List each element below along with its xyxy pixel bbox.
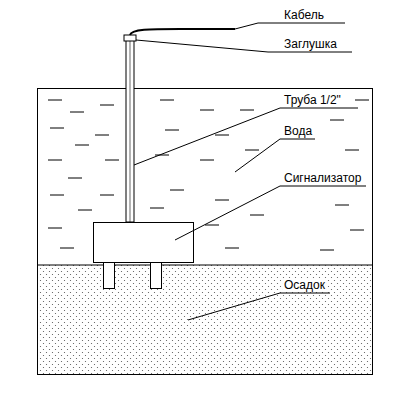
part-label: Кабель (283, 8, 325, 22)
leader-line (175, 186, 366, 240)
water-dash (320, 250, 334, 251)
water-dash (100, 195, 114, 196)
plug (124, 35, 136, 41)
water-dash (95, 135, 109, 136)
part-label: Труба 1/2" (283, 93, 342, 107)
cable (130, 29, 235, 35)
water-dash (345, 150, 359, 151)
water-dash (160, 100, 174, 101)
leader-line (188, 293, 330, 320)
pipe-inner-line (130, 41, 131, 222)
water-dash (250, 215, 264, 216)
water-dash (150, 208, 164, 209)
water-dash (240, 110, 254, 111)
water-dash (335, 205, 349, 206)
part-label: Вода (283, 124, 313, 138)
water-dash (50, 128, 64, 129)
water-dash (245, 150, 259, 151)
water-dash (48, 100, 62, 101)
water-dash (170, 190, 184, 191)
part-label: Сигнализатор (283, 171, 362, 185)
water-dash (225, 248, 239, 249)
tank-outline (38, 89, 373, 375)
water-dash (105, 160, 119, 161)
water-dash (50, 195, 64, 196)
sensor-prong (104, 263, 115, 289)
pipe (126, 40, 134, 222)
water-dash (60, 248, 74, 249)
water-dash (215, 135, 229, 136)
water-dash (155, 155, 169, 156)
sediment-boundary (37, 265, 373, 266)
water-dash (200, 110, 214, 111)
sensor-body (94, 223, 194, 263)
water-dash (330, 120, 344, 121)
water-dash (350, 230, 364, 231)
water-dash (165, 130, 179, 131)
part-label: Заглушка (283, 37, 338, 51)
water-dash (215, 200, 229, 201)
sensor-prong (151, 263, 162, 289)
water-dash (48, 228, 62, 229)
leader-line (235, 139, 315, 172)
leader-lines (134, 23, 366, 320)
water-dash (48, 160, 62, 161)
water-dash (75, 145, 89, 146)
leader-line (134, 108, 358, 165)
water-dash (78, 210, 92, 211)
water-dash (68, 178, 82, 179)
sediment-fill (37, 265, 373, 375)
water-dash (100, 105, 114, 106)
water-dash (205, 225, 219, 226)
leader-line (235, 23, 345, 29)
water-dash (200, 160, 214, 161)
water-dash (70, 112, 84, 113)
water-dash (355, 100, 369, 101)
part-label: Осадок (283, 278, 326, 292)
